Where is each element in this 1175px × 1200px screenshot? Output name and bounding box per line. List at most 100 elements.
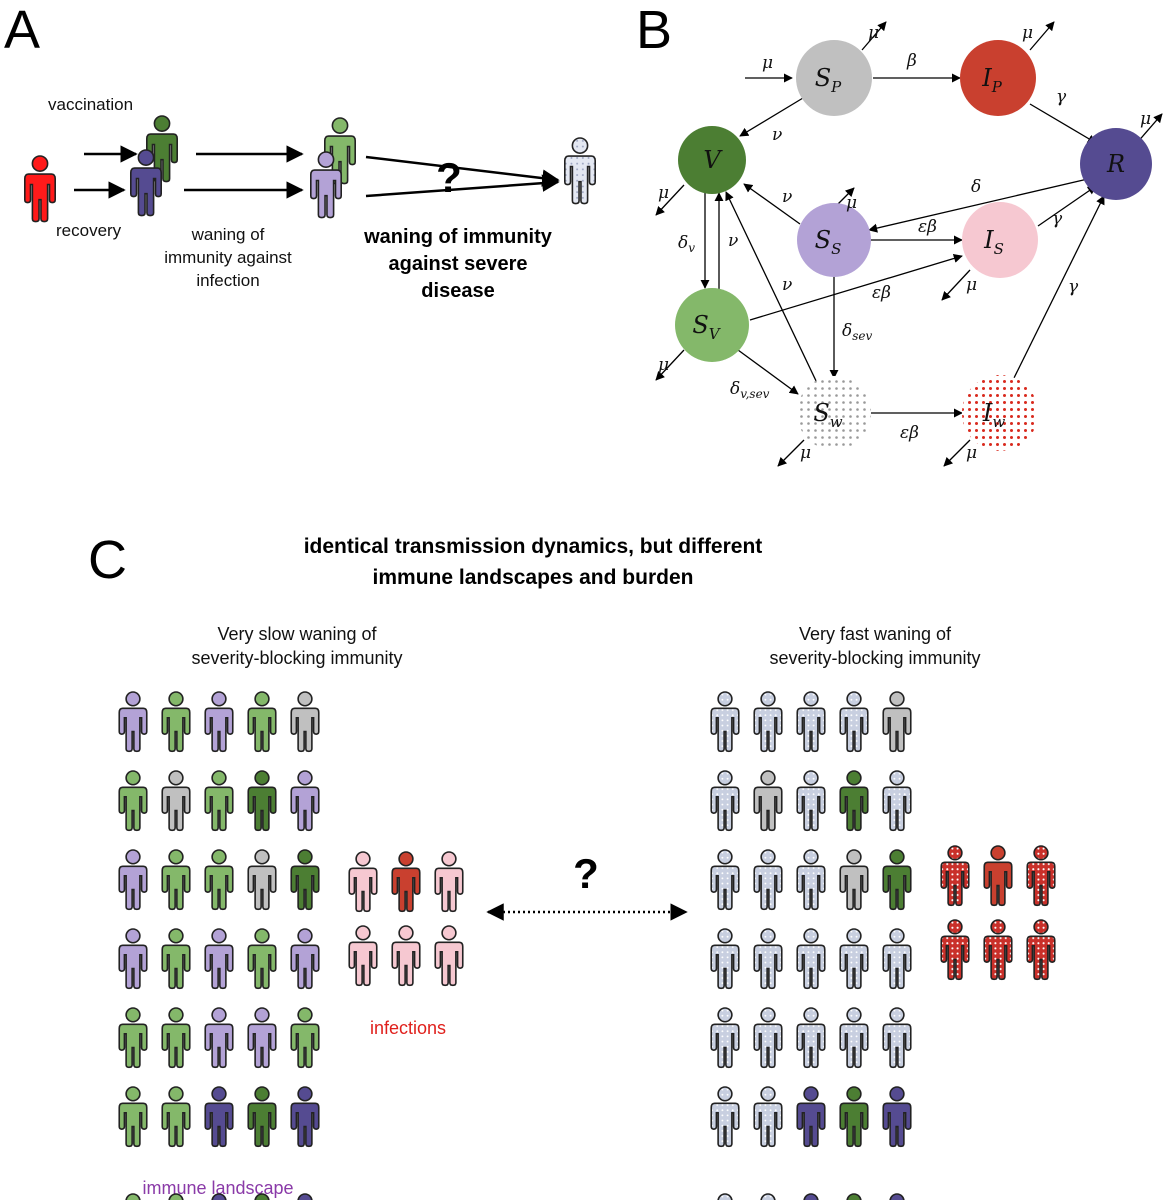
- left-infection-person-icon: [348, 851, 378, 913]
- left-landscape-person-icon: [161, 770, 191, 832]
- rate-delta-v: δv: [678, 233, 695, 255]
- left-infection-person-icon: [434, 925, 464, 987]
- right-landscape-person-icon: [839, 1086, 869, 1148]
- rate-delta: δ: [971, 177, 981, 197]
- left-landscape-person-icon: [290, 691, 320, 753]
- left-infection-person-icon: [348, 925, 378, 987]
- left-infection-person-icon: [391, 851, 421, 913]
- left-cutoff-person-icon: [125, 1193, 141, 1200]
- left-landscape-person-icon: [247, 849, 277, 911]
- rate-mu-is: μ: [966, 275, 977, 295]
- right-infection-person-icon: [1026, 919, 1056, 981]
- right-landscape-person-icon: [710, 770, 740, 832]
- left-cutoff-person-icon: [254, 1193, 270, 1200]
- left-cutoff-person-icon: [211, 1193, 227, 1200]
- left-landscape-person-icon: [290, 770, 320, 832]
- node-iw: Iw: [962, 375, 1038, 451]
- left-landscape-person-icon: [204, 691, 234, 753]
- left-landscape-person-icon: [161, 928, 191, 990]
- waning-severe-label-3: disease: [421, 280, 494, 302]
- left-landscape-person-icon: [118, 691, 148, 753]
- node-is: IS: [962, 202, 1038, 278]
- left-landscape-person-icon: [204, 770, 234, 832]
- panel-c-title-2: immune landscapes and burden: [373, 566, 694, 589]
- rate-mu-birth: μ: [762, 53, 773, 73]
- right-infection-person-icon: [940, 845, 970, 907]
- left-landscape-person-icon: [161, 1007, 191, 1069]
- right-landscape-person-icon: [710, 928, 740, 990]
- right-landscape-person-icon: [796, 770, 826, 832]
- arrow-sev-top: [365, 155, 560, 187]
- right-landscape-person-icon: [839, 849, 869, 911]
- panel-c-question-mark: ?: [573, 850, 599, 897]
- right-landscape-person-icon: [882, 770, 912, 832]
- rate-mu-sv: μ: [658, 355, 669, 375]
- left-cutoff-person-icon: [297, 1193, 313, 1200]
- recovery-label: recovery: [56, 221, 122, 240]
- node-label-sv: SV: [692, 311, 721, 343]
- waning-infection-label-1: waning of: [191, 225, 265, 244]
- edge-r-ss: [868, 177, 1093, 233]
- edge-ip-r: [1029, 103, 1097, 144]
- right-infection-person-icon: [983, 845, 1013, 907]
- recovered-person-icon: [23, 155, 57, 223]
- edge-death-is: [941, 269, 971, 301]
- edge-iw-r: [1011, 195, 1105, 383]
- immune-landscape-label: immune landscape: [142, 1178, 293, 1198]
- left-landscape-person-icon: [118, 1007, 148, 1069]
- infections-label: infections: [370, 1018, 446, 1038]
- right-landscape-person-icon: [710, 1086, 740, 1148]
- left-infection-person-icon: [434, 851, 464, 913]
- panel-c-title-1: identical transmission dynamics, but dif…: [304, 535, 763, 558]
- edge-death-sp: [861, 21, 887, 51]
- right-landscape-person-icon: [753, 1086, 783, 1148]
- waning-infection-label-2: immunity against: [164, 248, 292, 267]
- right-landscape-person-icon: [839, 928, 869, 990]
- left-heading-2: severity-blocking immunity: [191, 648, 402, 668]
- node-label-sp: SP: [815, 64, 842, 96]
- left-landscape-person-icon: [161, 849, 191, 911]
- right-landscape-person-icon: [753, 770, 783, 832]
- right-cutoff-person-icon: [803, 1193, 819, 1200]
- rate-epsbeta-sv: εβ: [872, 283, 891, 303]
- right-landscape-person-icon: [753, 691, 783, 753]
- node-sw: Sw: [797, 376, 871, 450]
- left-landscape-person-icon: [204, 1086, 234, 1148]
- right-infection-person-icon: [940, 919, 970, 981]
- right-cutoff-person-icon: [846, 1193, 862, 1200]
- node-ss: SS: [797, 203, 871, 277]
- right-landscape-person-icon: [753, 849, 783, 911]
- left-landscape-person-icon: [247, 691, 277, 753]
- right-cutoff-person-icon: [717, 1193, 733, 1200]
- rate-nu-sp: ν: [772, 125, 782, 145]
- edge-is-r: [1037, 185, 1097, 227]
- node-label-sw: Sw: [813, 399, 842, 431]
- node-label-r: R: [1106, 150, 1125, 178]
- left-landscape-person-icon: [247, 1007, 277, 1069]
- rate-mu-iw: μ: [966, 443, 977, 463]
- waning-severe-label-2: against severe: [389, 253, 528, 275]
- right-landscape-person-icon: [710, 1007, 740, 1069]
- panel-label-a: A: [4, 0, 40, 60]
- right-landscape-person-icon: [882, 849, 912, 911]
- rate-epsbeta-ss: εβ: [918, 217, 937, 237]
- edge-ss-v: [743, 183, 801, 225]
- right-landscape-person-icon: [796, 1086, 826, 1148]
- rate-mu-sp: μ: [868, 23, 879, 43]
- rate-delta-vsev: δv,sev: [730, 379, 770, 401]
- left-infection-person-icon: [391, 925, 421, 987]
- right-landscape-person-icon: [710, 691, 740, 753]
- rate-mu-ip: μ: [1022, 23, 1033, 43]
- right-landscape-person-icon: [839, 1007, 869, 1069]
- panel-label-b: B: [636, 0, 672, 60]
- left-landscape-person-icon: [118, 928, 148, 990]
- node-label-is: IS: [983, 226, 1004, 258]
- left-landscape-person-icon: [161, 691, 191, 753]
- left-landscape-person-icon: [247, 770, 277, 832]
- left-landscape-person-icon: [290, 849, 320, 911]
- edge-death-iw: [943, 439, 971, 467]
- right-infection-person-icon: [983, 919, 1013, 981]
- waned-recovered-person-icon: [309, 151, 343, 219]
- rate-epsbeta-sw: εβ: [900, 423, 919, 443]
